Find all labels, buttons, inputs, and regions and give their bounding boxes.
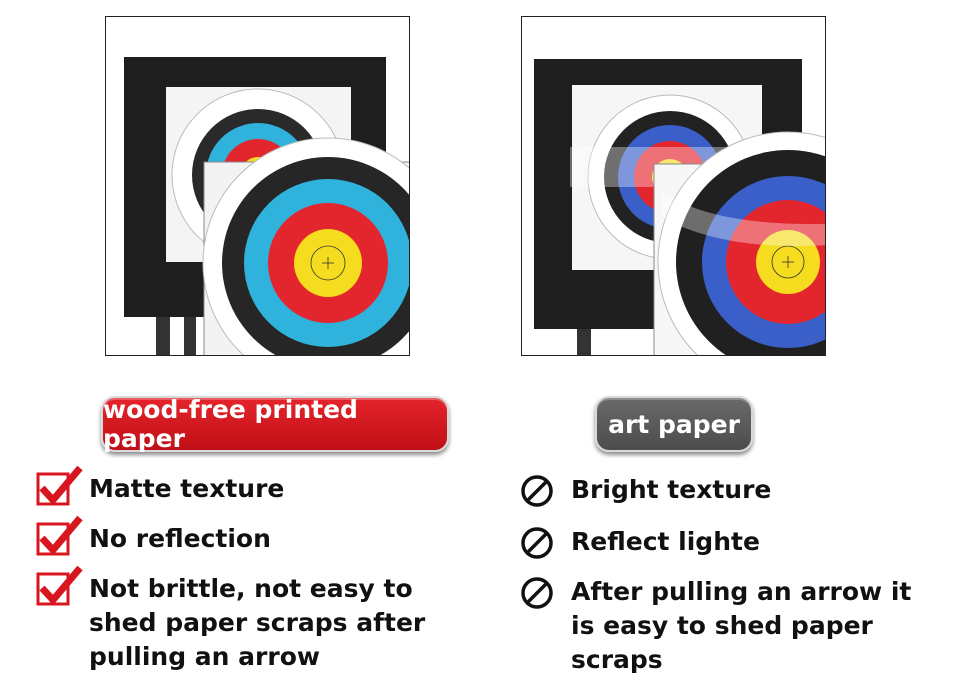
wood-free-target-image [124, 57, 409, 355]
wood-free-feature-1: Matte texture [89, 474, 285, 503]
wood-free-feature-3: Not brittle, not easy to shed paper scra… [89, 574, 426, 671]
wood-free-badge-label: wood-free printed paper [103, 395, 358, 453]
checkmark-icon [36, 465, 83, 506]
wood-free-feature-2: No reflection [89, 524, 271, 553]
art-paper-feature-3: After pulling an arrow it is easy to she… [571, 577, 912, 674]
checkmark-icon [36, 515, 83, 556]
art-paper-feature-1: Bright texture [571, 475, 772, 504]
art-paper-target-image [534, 59, 825, 355]
prohibited-icon [521, 577, 553, 609]
checkmark-icon [36, 565, 83, 606]
art-paper-feature-2: Reflect lighte [571, 527, 760, 556]
prohibited-icon [521, 475, 553, 507]
prohibited-icon [521, 527, 553, 559]
wood-free-paper-photo [105, 16, 410, 356]
art-paper-photo [521, 16, 826, 356]
wood-free-badge: wood-free printed paper [101, 395, 449, 453]
art-paper-badge-label: art paper [608, 409, 740, 439]
art-paper-badge: art paper [595, 396, 753, 452]
